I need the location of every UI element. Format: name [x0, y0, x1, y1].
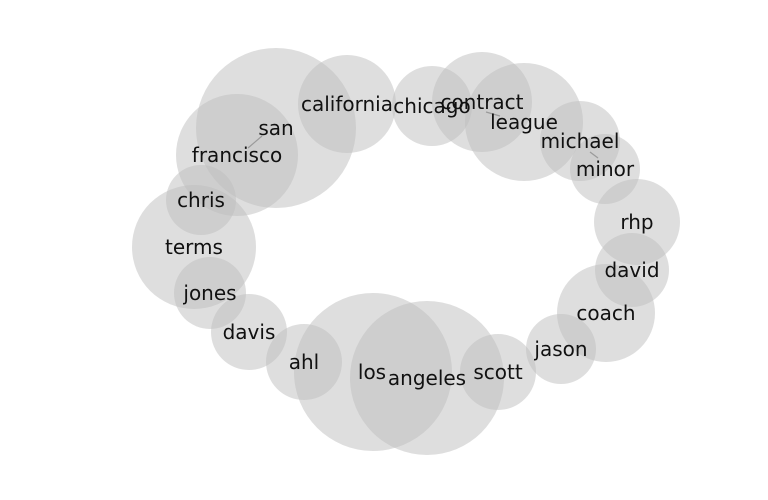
label-layer: san california chicago contract league m…: [165, 90, 659, 390]
bubble-jason: [526, 314, 596, 384]
word-terms: terms: [165, 235, 223, 259]
bubble-angeles: [350, 301, 504, 455]
word-coach: coach: [576, 301, 635, 325]
word-david: david: [604, 258, 659, 282]
link-michael-minor: [589, 151, 599, 159]
word-chris: chris: [177, 188, 225, 212]
word-league: league: [490, 110, 558, 134]
word-minor: minor: [576, 157, 635, 181]
word-scott: scott: [473, 360, 522, 384]
word-california: california: [301, 92, 393, 116]
word-contract: contract: [440, 90, 523, 114]
word-angeles: angeles: [388, 366, 466, 390]
link-layer: [247, 111, 599, 159]
word-san: san: [258, 116, 293, 140]
link-san-francisco: [247, 135, 263, 149]
bubble-scott: [460, 334, 536, 410]
word-chicago: chicago: [393, 94, 470, 118]
link-contract-league: [485, 111, 501, 117]
word-davis: davis: [223, 320, 276, 344]
word-jason: jason: [533, 337, 587, 361]
word-los: los: [358, 360, 386, 384]
bubble-california: [298, 55, 396, 153]
word-ahl: ahl: [289, 350, 320, 374]
bubble-layer: [132, 48, 680, 455]
word-francisco: francisco: [192, 143, 282, 167]
word-jones: jones: [182, 281, 236, 305]
word-michael: michael: [541, 129, 620, 153]
word-rhp: rhp: [620, 210, 653, 234]
